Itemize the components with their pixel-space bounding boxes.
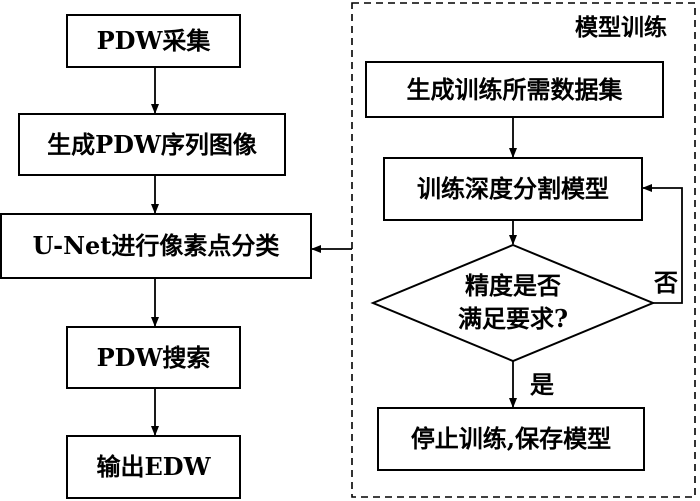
node-decision-line1: 精度是否 [465,271,561,300]
model-training-group-border [351,2,696,498]
node-decision-line2: 满足要求? [457,304,569,333]
output-edw-box [66,435,241,499]
pdw-collect-box [66,14,241,68]
node-pdw-search: PDW搜索 [96,342,211,372]
gen-image-box [18,113,286,176]
node-pdw-collect: PDW采集 [96,26,211,55]
arrow-no-feedback [642,184,683,304]
node-train-model: 训练深度分割模型 [417,174,609,203]
edge-label-yes: 是 [530,370,554,399]
stop-save-box [377,407,645,471]
group-title: 模型训练 [575,13,667,41]
unet-box [0,213,312,279]
node-gen-dataset: 生成训练所需数据集 [406,74,623,104]
node-gen-image: 生成PDW序列图像 [47,129,257,159]
node-stop-save: 停止训练,保存模型 [410,424,612,453]
pdw-search-box [66,326,241,389]
node-unet: U-Net进行像素点分类 [32,231,280,260]
gen-dataset-box [365,61,664,118]
node-output-edw: 输出EDW [96,452,211,481]
edge-label-no: 否 [654,268,678,297]
